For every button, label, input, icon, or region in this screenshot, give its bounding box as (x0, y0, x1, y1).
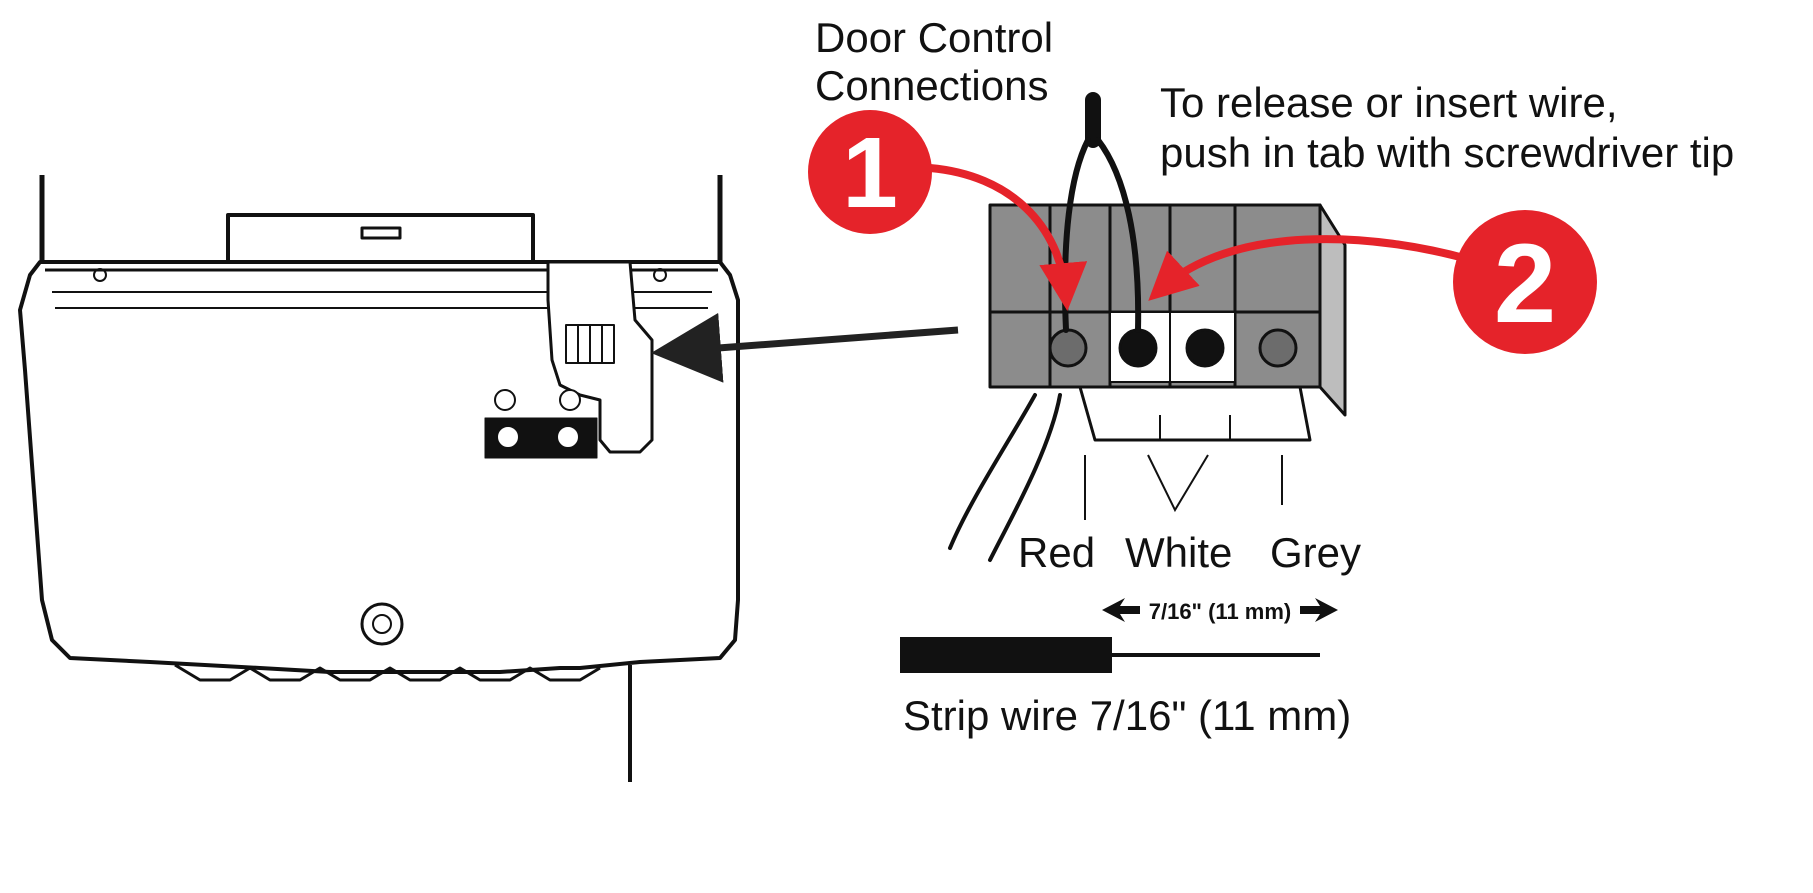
step-1-badge (808, 110, 932, 234)
dimension-label: 7/16" (11 mm) (1149, 599, 1292, 624)
terminal-label-white: White (1125, 529, 1232, 576)
dial-screw-left (494, 389, 516, 411)
outgoing-wires (948, 393, 1062, 562)
step-1-arrow (929, 164, 1088, 311)
step-2-indicator: 2 (1148, 210, 1597, 354)
terminal-hole-grey-b (1258, 328, 1298, 368)
mount-screw-left (93, 268, 107, 282)
step-2-badge (1453, 210, 1597, 354)
door-control-label-line1: Door Control (815, 14, 1053, 61)
outgoing-wire-2 (988, 393, 1062, 562)
dimension-arrow-left (1102, 598, 1140, 622)
terminal-hole-red (1048, 328, 1088, 368)
step-2-arrow (1148, 235, 1480, 301)
dimension-arrow-right (1300, 598, 1338, 622)
terminal-hole-white (1118, 328, 1158, 368)
terminal-block-enlarged (988, 203, 1347, 442)
release-instruction-line2: push in tab with screwdriver tip (1160, 129, 1734, 176)
step-2-number: 2 (1494, 221, 1556, 346)
bottom-grille (174, 663, 601, 682)
terminal-label-grey: Grey (1270, 529, 1361, 576)
step-1-number: 1 (842, 117, 898, 229)
garage-door-opener-unit (18, 175, 740, 782)
adjustment-dial-left (496, 425, 520, 449)
terminal-hole-grey-a (1185, 328, 1225, 368)
zoom-pointer-arrow (651, 312, 959, 383)
wire-lead-2 (1095, 137, 1142, 333)
door-control-label-line2: Connections (815, 62, 1048, 109)
terminal-block-side (1318, 203, 1347, 417)
terminal-label-red: Red (1018, 529, 1095, 576)
strip-wire-label: Strip wire 7/16" (11 mm) (903, 692, 1351, 739)
wire-insulation (900, 637, 1112, 673)
dimension-indicator: 7/16" (11 mm) (1102, 598, 1338, 624)
top-slot (360, 226, 402, 240)
step-1-indicator: 1 (808, 110, 1088, 311)
stripped-wire (900, 637, 1320, 673)
release-instruction-line1: To release or insert wire, (1160, 79, 1618, 126)
adjustment-dial-right (556, 425, 580, 449)
terminal-leaders (1084, 454, 1283, 520)
outgoing-wire-1 (948, 393, 1037, 550)
mount-screw-right (653, 268, 667, 282)
light-lens-outer (360, 602, 404, 646)
leader-white (1147, 454, 1209, 513)
light-lens-inner (372, 614, 392, 634)
dial-screw-right (559, 389, 581, 411)
terminal-bottom-lip (1078, 385, 1312, 442)
